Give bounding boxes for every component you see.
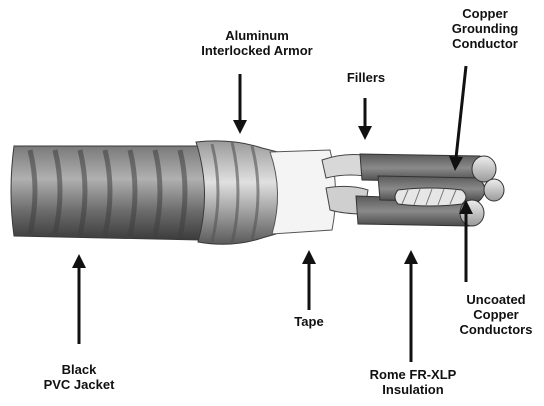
label-aluminum-armor-line-2: Interlocked Armor bbox=[201, 43, 313, 58]
arrow-jacket bbox=[72, 254, 86, 344]
aluminum-armor bbox=[196, 141, 282, 244]
label-tape-line-1: Tape bbox=[294, 314, 323, 329]
label-uncoated-copper-conductors: Uncoated Copper Conductors bbox=[460, 292, 533, 337]
label-conductors-line-3: Conductors bbox=[460, 322, 533, 337]
grounding-conductor bbox=[395, 188, 466, 206]
label-grounding-line-3: Conductor bbox=[452, 36, 518, 51]
label-grounding-line-1: Copper bbox=[452, 6, 518, 21]
arrow-armor bbox=[233, 74, 247, 134]
label-pvc-jacket: Black PVC Jacket bbox=[44, 362, 115, 392]
label-tape: Tape bbox=[294, 314, 323, 329]
pvc-jacket bbox=[11, 146, 205, 240]
label-aluminum-armor-line-1: Aluminum bbox=[201, 28, 313, 43]
arrow-fillers bbox=[358, 98, 372, 140]
label-pvc-jacket-line-1: Black bbox=[44, 362, 115, 377]
label-grounding-conductor: Copper Grounding Conductor bbox=[452, 6, 518, 51]
label-conductors-line-2: Copper bbox=[460, 307, 533, 322]
arrow-insulation bbox=[404, 250, 418, 362]
label-fillers: Fillers bbox=[347, 70, 385, 85]
label-conductors-line-1: Uncoated bbox=[460, 292, 533, 307]
label-insulation-line-1: Rome FR-XLP bbox=[370, 367, 457, 382]
label-aluminum-armor: Aluminum Interlocked Armor bbox=[201, 28, 313, 58]
arrow-tape bbox=[302, 250, 316, 310]
label-insulation: Rome FR-XLP Insulation bbox=[370, 367, 457, 397]
label-insulation-line-2: Insulation bbox=[370, 382, 457, 397]
arrow-conductors bbox=[459, 200, 473, 282]
label-grounding-line-2: Grounding bbox=[452, 21, 518, 36]
label-pvc-jacket-line-2: PVC Jacket bbox=[44, 377, 115, 392]
label-fillers-line-1: Fillers bbox=[347, 70, 385, 85]
